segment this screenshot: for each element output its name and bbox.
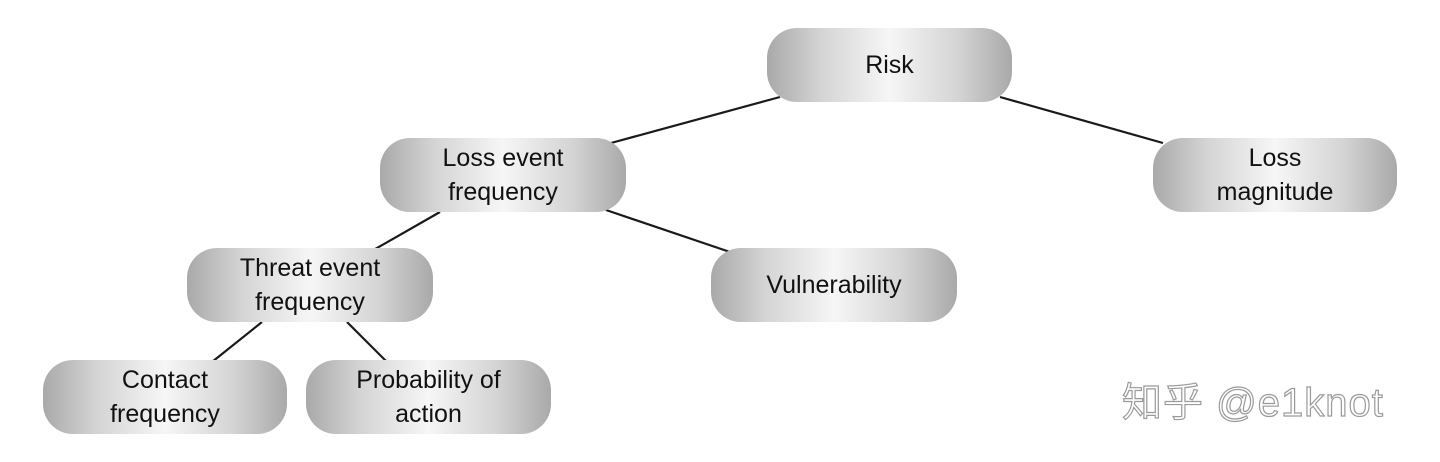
edge-risk-to-loss-event-frequency: [610, 95, 781, 145]
node-loss-event-frequency-label: Loss event frequency: [442, 144, 564, 206]
node-loss-magnitude: Loss magnitude: [1153, 138, 1397, 212]
node-loss-event-frequency: Loss event frequency: [380, 138, 626, 212]
node-contact-frequency: Contact frequency: [43, 360, 287, 434]
edge-risk-to-loss-magnitude: [999, 95, 1164, 145]
node-probability-of-action-label: Probability of action: [356, 366, 501, 428]
node-probability-of-action: Probability of action: [306, 360, 551, 434]
node-threat-event-frequency: Threat event frequency: [187, 248, 433, 322]
node-vulnerability-label: Vulnerability: [766, 271, 902, 299]
edge-threat-event-frequency-to-contact-frequency: [211, 321, 263, 363]
edge-threat-event-frequency-to-probability-of-action: [346, 321, 388, 363]
edge-loss-event-frequency-to-vulnerability: [605, 208, 731, 254]
node-risk-label: Risk: [865, 51, 914, 79]
node-loss-magnitude-label: Loss magnitude: [1216, 144, 1334, 206]
node-risk: Risk: [767, 28, 1012, 102]
node-vulnerability: Vulnerability: [711, 248, 957, 322]
watermark: 知乎 @e1knot: [1121, 380, 1384, 425]
edge-loss-event-frequency-to-threat-event-frequency: [369, 211, 441, 253]
node-threat-event-frequency-label: Threat event frequency: [239, 254, 381, 316]
node-contact-frequency-label: Contact frequency: [110, 366, 220, 428]
